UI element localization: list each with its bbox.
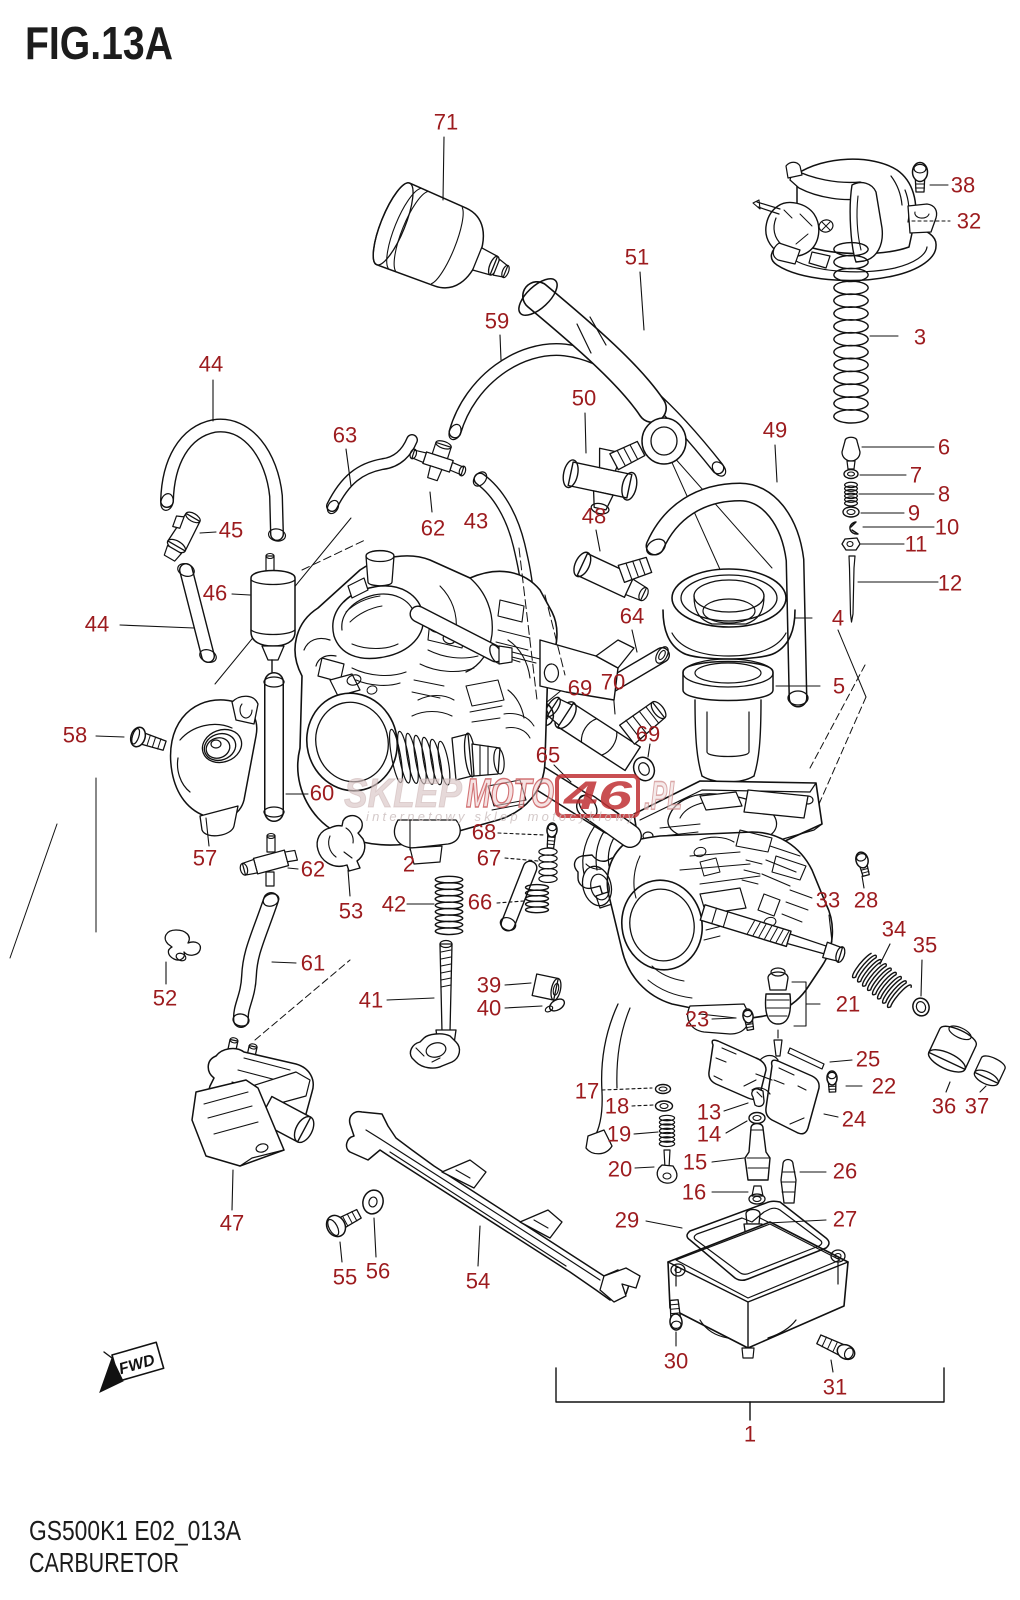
svg-text:41: 41: [359, 988, 383, 1013]
svg-text:6: 6: [938, 435, 950, 460]
svg-text:13: 13: [697, 1100, 721, 1125]
svg-text:18: 18: [605, 1094, 629, 1119]
svg-text:70: 70: [601, 670, 625, 695]
svg-text:54: 54: [466, 1269, 490, 1294]
svg-text:68: 68: [472, 820, 496, 845]
svg-text:40: 40: [477, 996, 501, 1021]
svg-text:26: 26: [833, 1159, 857, 1184]
svg-text:47: 47: [220, 1211, 244, 1236]
svg-text:49: 49: [763, 418, 787, 443]
svg-text:65: 65: [536, 743, 560, 768]
svg-text:39: 39: [477, 973, 501, 998]
svg-text:3: 3: [914, 325, 926, 350]
svg-text:56: 56: [366, 1259, 390, 1284]
svg-text:29: 29: [615, 1208, 639, 1233]
svg-text:58: 58: [63, 723, 87, 748]
svg-text:44: 44: [199, 352, 223, 377]
svg-text:FIG.13A: FIG.13A: [25, 17, 173, 69]
svg-text:14: 14: [697, 1122, 721, 1147]
svg-text:46: 46: [562, 774, 633, 818]
svg-text:36: 36: [932, 1094, 956, 1119]
svg-text:42: 42: [382, 892, 406, 917]
svg-text:60: 60: [310, 781, 334, 806]
svg-text:20: 20: [608, 1157, 632, 1182]
svg-text:MOTO: MOTO: [466, 770, 554, 816]
svg-text:30: 30: [664, 1349, 688, 1374]
svg-text:62: 62: [301, 857, 325, 882]
svg-text:69: 69: [636, 722, 660, 747]
svg-text:internetowy sklep motocyklowy: internetowy sklep motocyklowy: [366, 809, 637, 824]
svg-text:15: 15: [683, 1150, 707, 1175]
svg-text:SKLEP: SKLEP: [344, 770, 463, 816]
svg-text:66: 66: [468, 890, 492, 915]
svg-text:55: 55: [333, 1265, 357, 1290]
svg-text:64: 64: [620, 604, 644, 629]
svg-text:38: 38: [951, 173, 975, 198]
svg-text:50: 50: [572, 386, 596, 411]
svg-text:35: 35: [913, 933, 937, 958]
svg-text:22: 22: [872, 1074, 896, 1099]
svg-text:7: 7: [910, 463, 922, 488]
svg-text:28: 28: [854, 888, 878, 913]
svg-text:25: 25: [856, 1047, 880, 1072]
svg-text:8: 8: [938, 482, 950, 507]
svg-text:CARBURETOR: CARBURETOR: [29, 1547, 179, 1578]
svg-text:9: 9: [908, 501, 920, 526]
svg-text:57: 57: [193, 846, 217, 871]
svg-text:.PL: .PL: [644, 774, 682, 818]
svg-text:2: 2: [403, 852, 415, 877]
svg-text:11: 11: [905, 532, 928, 557]
svg-text:67: 67: [477, 846, 501, 871]
svg-text:71: 71: [434, 110, 458, 135]
svg-text:27: 27: [833, 1207, 857, 1232]
svg-text:51: 51: [625, 245, 649, 270]
svg-text:24: 24: [842, 1107, 866, 1132]
svg-text:33: 33: [816, 888, 840, 913]
svg-text:46: 46: [203, 581, 227, 606]
svg-text:45: 45: [219, 518, 243, 543]
svg-text:21: 21: [836, 992, 860, 1017]
svg-text:62: 62: [421, 516, 445, 541]
svg-text:61: 61: [301, 951, 325, 976]
svg-text:32: 32: [957, 209, 981, 234]
svg-text:16: 16: [682, 1180, 706, 1205]
svg-text:12: 12: [938, 571, 962, 596]
svg-text:19: 19: [607, 1122, 631, 1147]
svg-text:48: 48: [582, 504, 606, 529]
svg-text:43: 43: [464, 509, 488, 534]
svg-text:23: 23: [685, 1007, 709, 1032]
svg-text:69: 69: [568, 676, 592, 701]
svg-text:34: 34: [882, 917, 906, 942]
svg-text:31: 31: [823, 1375, 847, 1400]
svg-text:10: 10: [935, 515, 959, 540]
svg-text:37: 37: [965, 1094, 989, 1119]
svg-text:4: 4: [832, 606, 844, 631]
svg-text:5: 5: [833, 674, 845, 699]
svg-text:52: 52: [153, 986, 177, 1011]
svg-text:17: 17: [575, 1079, 599, 1104]
svg-text:44: 44: [85, 612, 109, 637]
svg-text:GS500K1 E02_013A: GS500K1 E02_013A: [29, 1515, 241, 1546]
svg-text:1: 1: [744, 1422, 756, 1447]
svg-text:53: 53: [339, 899, 363, 924]
svg-text:63: 63: [333, 423, 357, 448]
svg-text:59: 59: [485, 309, 509, 334]
